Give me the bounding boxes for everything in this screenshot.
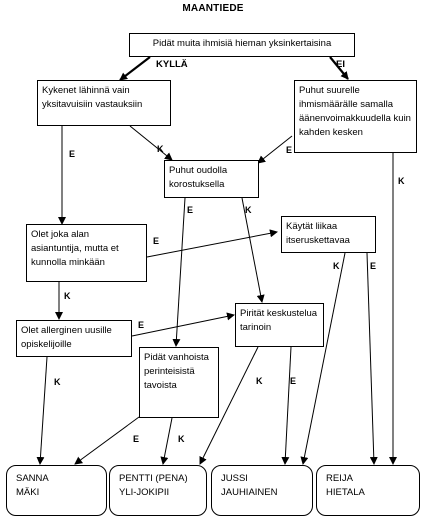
- label-q6-e: E: [370, 261, 377, 271]
- node-monosyllabic: Kykenet lähinnä vain yksitavuisiin vasta…: [37, 80, 171, 126]
- result-sanna-maki: SANNA MÄKI: [6, 465, 107, 516]
- node-allergic-text: Olet allerginen uusille opiskelijoille: [21, 325, 112, 350]
- label-q8-k: K: [256, 376, 263, 386]
- arrow-q2-q4: [129, 125, 173, 161]
- node-strange-accent: Puhut oudolla korostuksella: [164, 160, 259, 198]
- label-q6-k: K: [333, 261, 340, 271]
- label-q5-k: K: [64, 291, 71, 301]
- node-strange-accent-text: Puhut oudolla korostuksella: [169, 165, 228, 190]
- node-self-tanner-text: Käytät liikaa itseruskettavaa: [286, 221, 350, 246]
- node-simple-minded: Pidät muita ihmisiä hieman yksinkertaisi…: [129, 33, 355, 57]
- arrow-q9-r1: [74, 416, 140, 465]
- arrow-q8-r2: [199, 346, 259, 465]
- label-q2-e: E: [69, 149, 76, 159]
- label-q3-k: K: [398, 176, 405, 186]
- label-q7-k: K: [54, 377, 61, 387]
- arrow-q1-q3: [329, 56, 349, 80]
- node-self-tanner: Käytät liikaa itseruskettavaa: [281, 216, 376, 253]
- node-loud-speaker: Puhut suurelle ihmismäärälle samalla ään…: [294, 80, 417, 153]
- label-ei: EI: [336, 59, 345, 70]
- label-q5-e: E: [153, 236, 160, 246]
- arrow-q7-r1: [36, 356, 48, 465]
- label-q2-k: K: [157, 144, 164, 154]
- result-pentti-line1: PENTTI (PENA): [119, 473, 188, 484]
- arrow-q5-q6: [146, 229, 278, 258]
- node-loud-speaker-text: Puhut suurelle ihmismäärälle samalla ään…: [299, 85, 411, 138]
- result-pentti-yli-jokipii: PENTTI (PENA) YLI-JOKIPII: [109, 465, 207, 516]
- arrow-q9-r2: [160, 417, 173, 465]
- arrow-q4-q9: [172, 197, 186, 347]
- node-traditions-text: Pidät vanhoista perinteisistä tavoista: [144, 352, 209, 391]
- label-q8-e: E: [290, 376, 297, 386]
- result-jussi-line2: JAUHIAINEN: [221, 487, 278, 498]
- label-q4-k: K: [245, 205, 252, 215]
- result-reija-line1: REIJA: [326, 473, 353, 484]
- node-stories: Pirität keskustelua tarinoin: [235, 303, 324, 347]
- arrow-q3-q4: [257, 135, 293, 164]
- node-allergic: Olet allerginen uusille opiskelijoille: [16, 320, 132, 357]
- label-q9-k: K: [178, 434, 185, 444]
- label-kylla: KYLLÄ: [156, 59, 188, 70]
- result-jussi-line1: JUSSI: [221, 473, 248, 484]
- arrow-q6-r4: [366, 252, 378, 465]
- label-q4-e: E: [187, 205, 194, 215]
- node-monosyllabic-text: Kykenet lähinnä vain yksitavuisiin vasta…: [42, 85, 143, 110]
- result-sanna-maki-line2: MÄKI: [16, 487, 40, 498]
- result-jussi-jauhiainen: JUSSI JAUHIAINEN: [211, 465, 313, 516]
- node-traditions: Pidät vanhoista perinteisistä tavoista: [139, 347, 219, 418]
- node-expert: Olet joka alan asiantuntija, mutta et ku…: [26, 224, 147, 282]
- arrow-q8-r3: [281, 346, 292, 465]
- node-expert-text: Olet joka alan asiantuntija, mutta et ku…: [31, 229, 119, 268]
- diagram-title: MAANTIEDE: [182, 3, 244, 14]
- result-reija-line2: HIETALA: [326, 487, 365, 498]
- result-reija-hietala: REIJA HIETALA: [316, 465, 420, 516]
- label-q3-e: E: [286, 145, 293, 155]
- node-simple-minded-text: Pidät muita ihmisiä hieman yksinkertaisi…: [152, 38, 332, 49]
- arrow-q7-q8: [131, 312, 235, 337]
- result-pentti-line2: YLI-JOKIPII: [119, 487, 170, 498]
- label-q7-e: E: [138, 320, 145, 330]
- result-sanna-maki-line1: SANNA: [16, 473, 49, 484]
- arrow-q6-r3: [300, 252, 346, 465]
- arrow-q1-q2: [119, 56, 151, 81]
- arrow-q4-q8: [241, 197, 265, 303]
- node-stories-text: Pirität keskustelua tarinoin: [240, 308, 318, 333]
- label-q9-e: E: [133, 434, 140, 444]
